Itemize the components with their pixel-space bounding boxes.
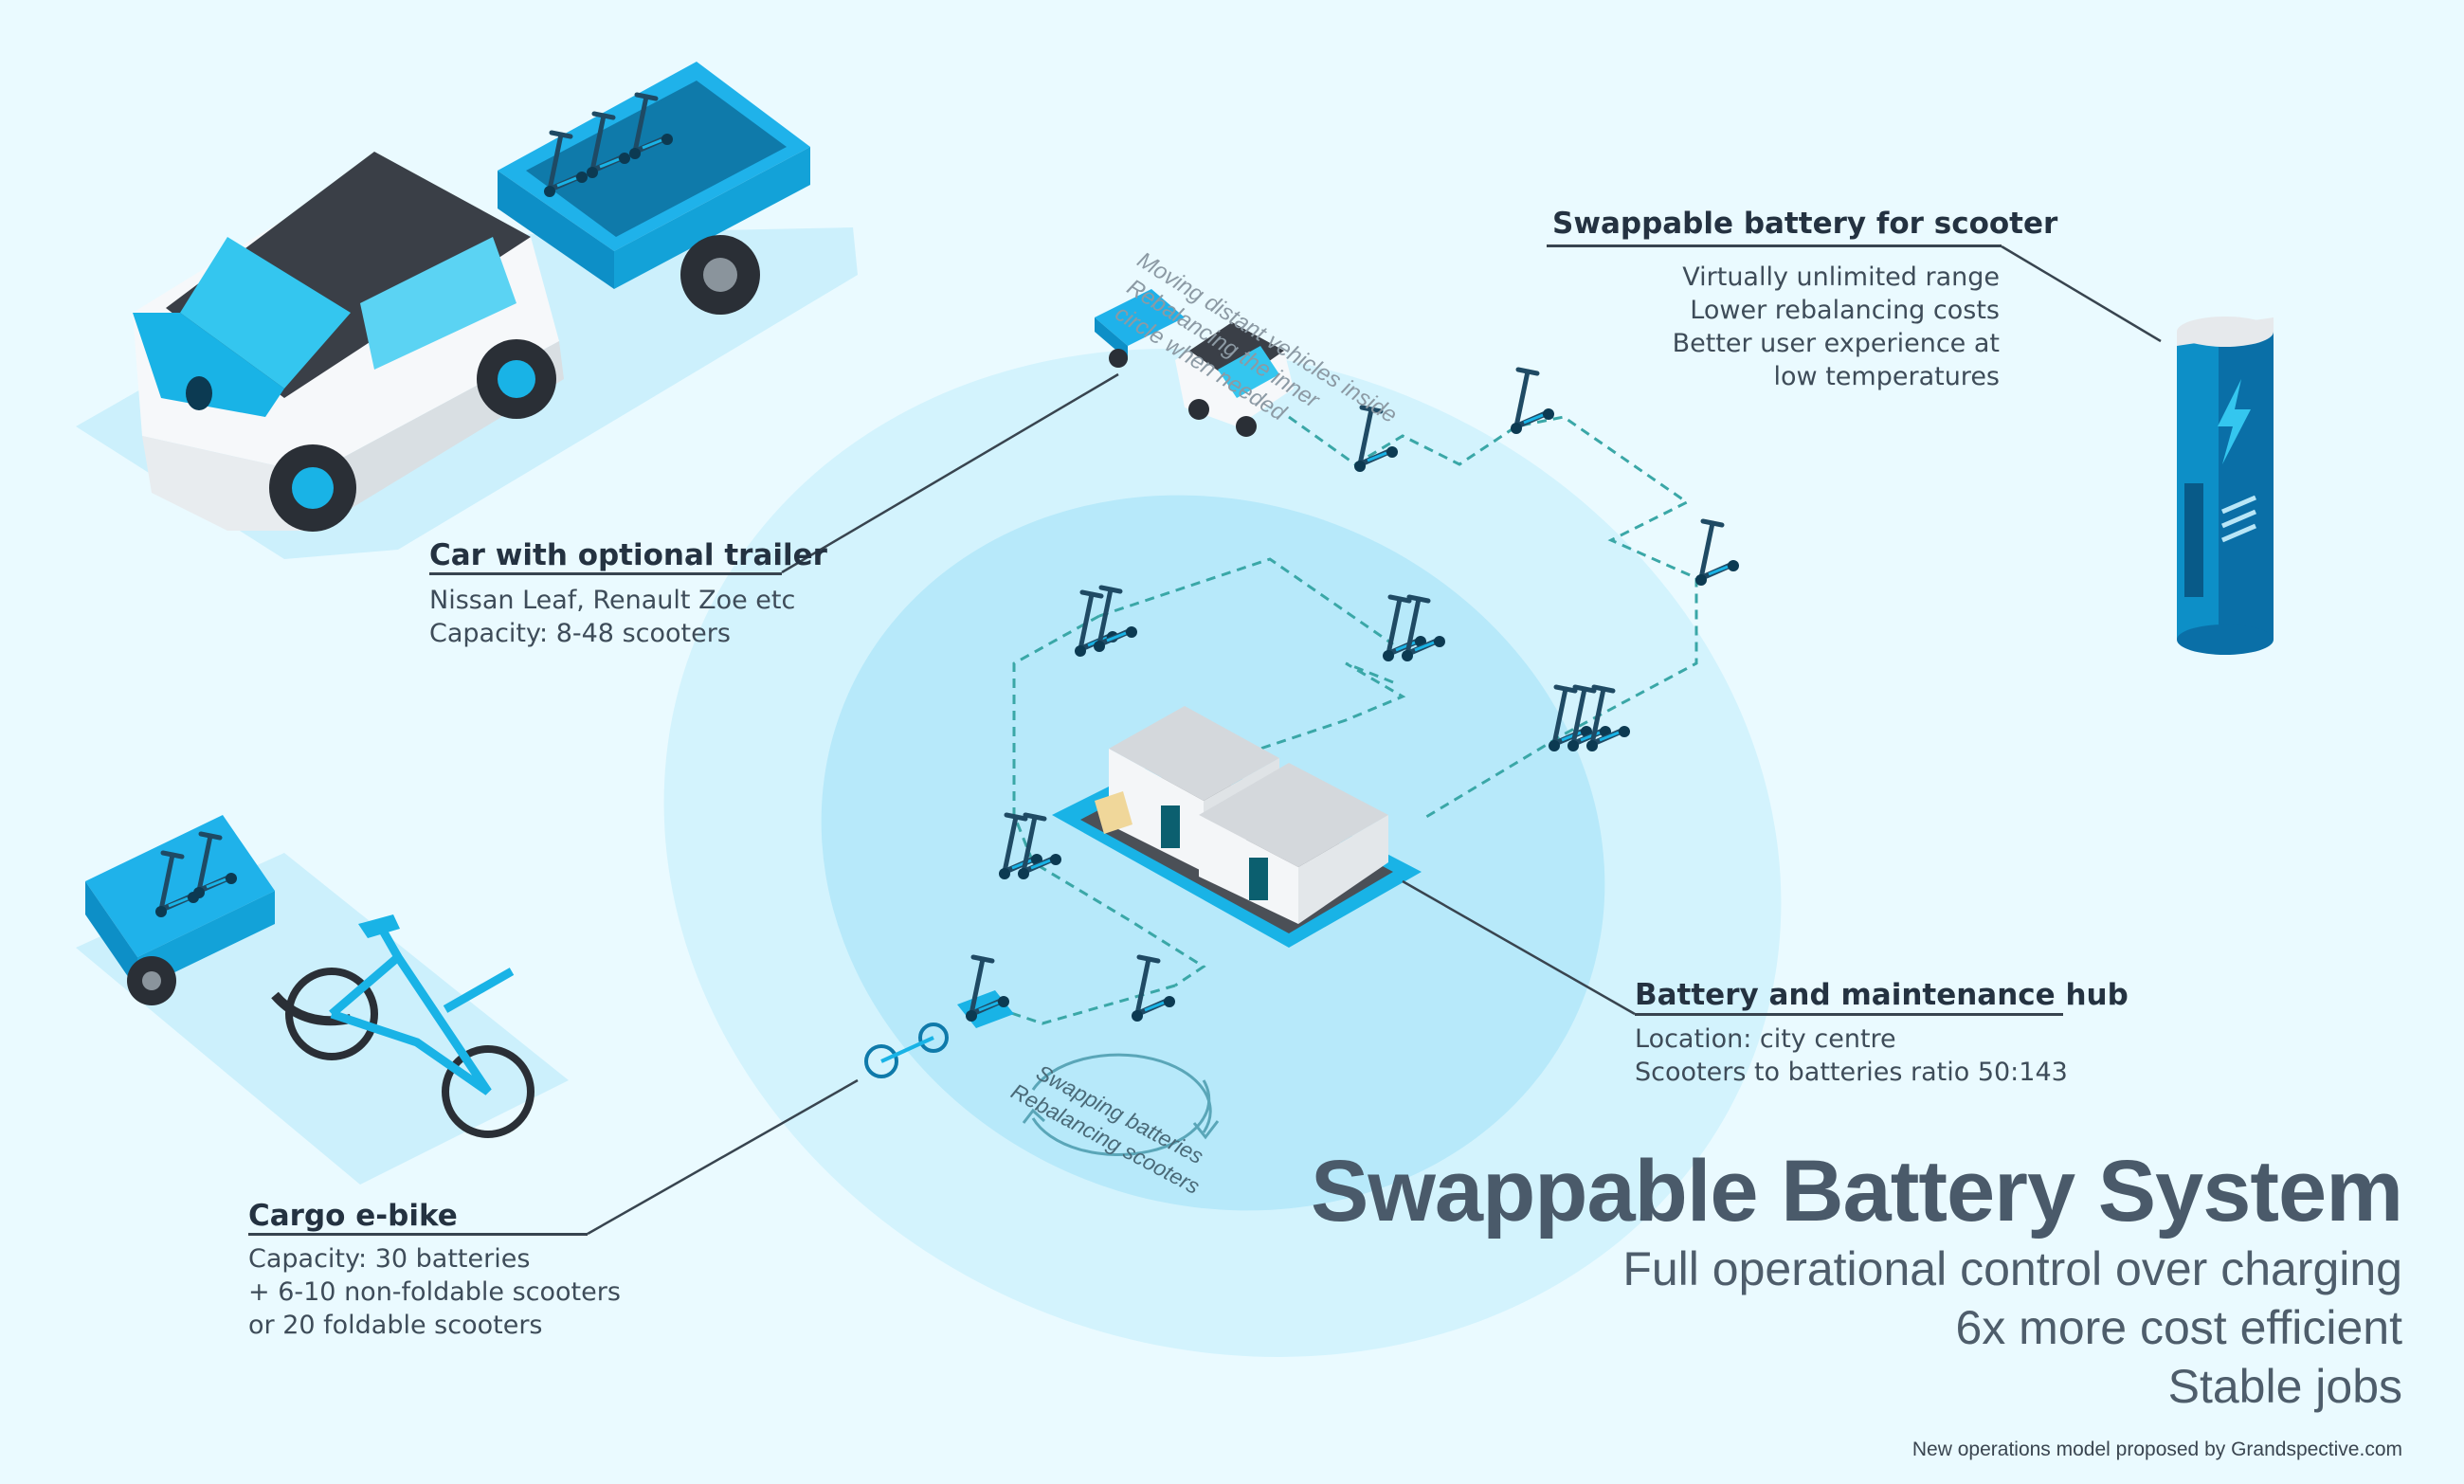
lightning-icon (2218, 379, 2251, 464)
hub-label-title: Battery and maintenance hub (1635, 978, 2129, 1012)
battery-label-rule (1547, 244, 2002, 247)
bike-label-line-3: or 20 foldable scooters (248, 1311, 543, 1340)
hub-label-line-2: Scooters to batteries ratio 50:143 (1635, 1058, 2068, 1087)
battery-label-title: Swappable battery for scooter (1552, 207, 2058, 241)
battery-label-line-4: low temperatures (1773, 362, 2000, 391)
subtitle-line-1: Full operational control over charging (1622, 1242, 2402, 1295)
cargo-ebike-icon (76, 815, 569, 1185)
car-label-title: Car with optional trailer (429, 538, 827, 572)
car-label: Car with optional trailer (429, 538, 827, 572)
page-title: Swappable Battery System (1310, 1143, 2403, 1240)
leader-lines (587, 244, 2162, 1236)
footer-credit: New operations model proposed by Grandsp… (1911, 1439, 2402, 1460)
battery-label-line-3: Better user experience at (1672, 329, 2000, 358)
car-label-rule (429, 572, 782, 575)
small-cargo-bike-icon (864, 957, 1014, 1078)
subtitle-line-2: 6x more cost efficient (1955, 1301, 2402, 1354)
car-label-line-2: Capacity: 8-48 scooters (429, 619, 731, 648)
hub-building-icon (1052, 706, 1422, 948)
hub-label-rule (1635, 1013, 2063, 1016)
small-car-icon (1095, 289, 1294, 437)
subtitle-line-3: Stable jobs (2167, 1360, 2402, 1413)
battery-label-line-2: Lower rebalancing costs (1690, 296, 2000, 325)
battery-icon (2177, 317, 2274, 655)
car-with-trailer-icon (76, 62, 858, 559)
hub-label-line-1: Location: city centre (1635, 1024, 1896, 1054)
cycle-arrows-icon (1022, 1053, 1220, 1156)
battery-label-line-1: Virtually unlimited range (1682, 262, 2000, 292)
car-label-line-1: Nissan Leaf, Renault Zoe etc (429, 586, 796, 615)
bike-label-line-2: + 6-10 non-foldable scooters (248, 1277, 621, 1307)
bike-label-line-1: Capacity: 30 batteries (248, 1244, 531, 1274)
bike-label-rule (248, 1233, 588, 1236)
bike-label-title: Cargo e-bike (248, 1199, 458, 1233)
